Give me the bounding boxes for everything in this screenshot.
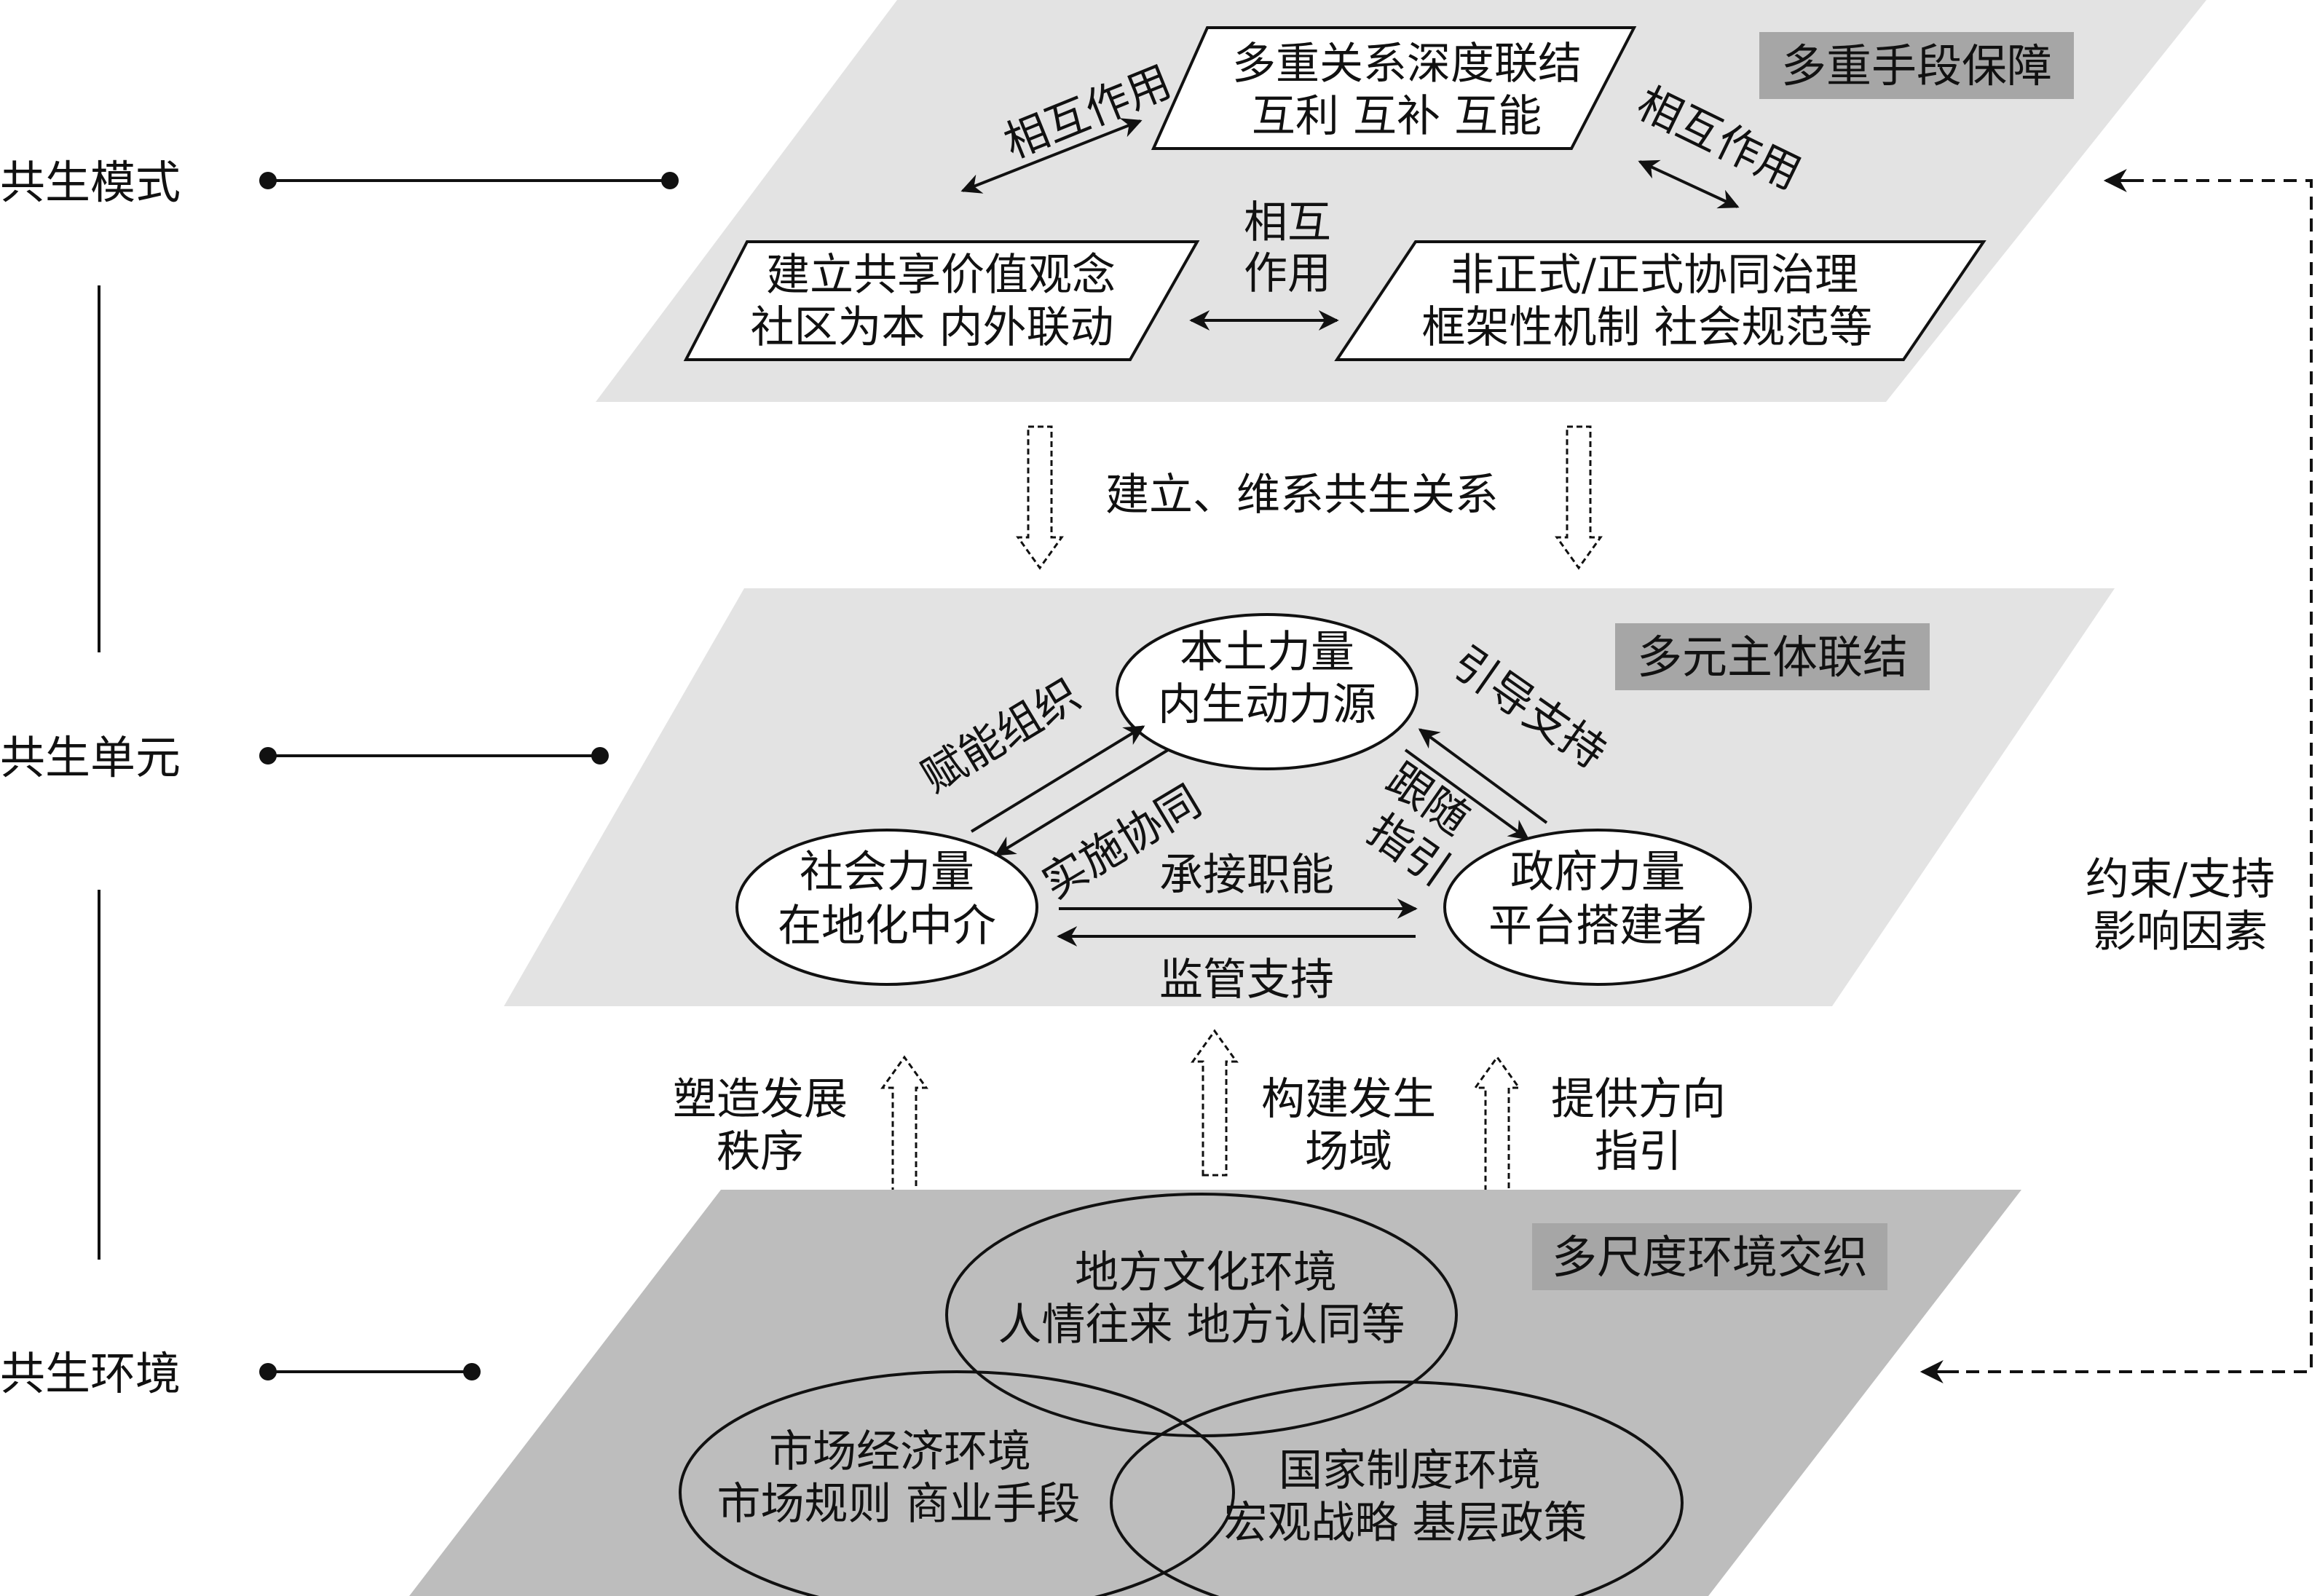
actor-government-force-line2: 平台搭建者 xyxy=(1488,901,1707,952)
env-state-line1: 国家制度环境 xyxy=(1279,1445,1541,1496)
give-direction-label-line1: 提供方向 xyxy=(1551,1074,1726,1125)
edge-implement-arrow xyxy=(994,748,1169,856)
unit-connector-end-dot xyxy=(591,747,609,765)
middle-layer-tag-bg xyxy=(1615,623,1930,690)
environment-connector-end-dot xyxy=(463,1363,481,1380)
interaction-label-middle-line1: 相互 xyxy=(1244,197,1331,248)
establish-maintain-label: 建立、维系共生关系 xyxy=(1105,470,1499,521)
actor-government-force xyxy=(1443,829,1752,986)
shape-order-label-line1: 塑造发展 xyxy=(673,1074,848,1125)
box-collaborative-governance-line2: 框架性机制 社会规范等 xyxy=(1421,302,1872,353)
env-state-line2: 宏观战略 基层政策 xyxy=(1223,1498,1587,1549)
feedback-label-line2: 影响因素 xyxy=(2093,906,2268,957)
label-symbiosis-unit: 共生单元 xyxy=(0,731,181,784)
box-multiple-relations-line1: 多重关系深度联结 xyxy=(1232,39,1582,90)
bottom-layer-tag: 多尺度环境交织 xyxy=(1552,1230,1868,1284)
top-layer: 多重手段保障 多重关系深度联结 互利 互补 互能 建立共享价值观念 社区为本 内… xyxy=(596,0,2206,402)
bottom-layer: 多尺度环境交织 地方文化环境 人情往来 地方认同等 市场经济环境 市场规则 商业… xyxy=(409,1190,2021,1596)
interaction-label-middle-line2: 作用 xyxy=(1244,248,1331,299)
left-axis: 共生模式 共生单元 共生环境 xyxy=(0,156,679,1400)
right-feedback-loop: 约束/支持 影响因素 xyxy=(1919,169,2313,1383)
actor-local-force xyxy=(1116,613,1419,770)
actor-social-force-line2: 在地化中介 xyxy=(778,901,996,952)
box-collaborative-governance xyxy=(1334,240,1986,361)
middle-layer: 多元主体联结 本土力量 内生动力源 社会力量 在地化中介 政府力量 平台搭建者 … xyxy=(504,588,2115,1006)
edge-follow-arrow xyxy=(1404,748,1530,840)
feedback-label-line1: 约束/支持 xyxy=(2086,854,2275,905)
shape-order-label-line2: 秩序 xyxy=(717,1126,804,1177)
env-market-line2: 市场规则 商业手段 xyxy=(717,1479,1080,1530)
feedback-dashed-path xyxy=(1922,179,2313,1373)
box-multiple-relations xyxy=(1151,26,1637,150)
interaction-arrow-right xyxy=(1638,159,1740,209)
top-layer-tag: 多重手段保障 xyxy=(1781,39,2052,92)
hollow-arrow-down-left xyxy=(1016,425,1064,570)
box-collaborative-governance-line1: 非正式/正式协同治理 xyxy=(1451,250,1858,301)
box-shared-values-line1: 建立共享价值观念 xyxy=(766,250,1116,301)
edge-empower-arrow xyxy=(970,725,1145,833)
bottom-layer-tag-bg xyxy=(1532,1223,1887,1290)
unit-connector-start-dot xyxy=(259,747,277,765)
edge-undertake-label: 承接职能 xyxy=(1159,850,1334,901)
middle-layer-tag: 多元主体联结 xyxy=(1637,631,1908,684)
actor-local-force-line1: 本土力量 xyxy=(1180,627,1354,678)
give-direction-label-line2: 指引 xyxy=(1595,1126,1682,1177)
edge-supervise-label: 监管支持 xyxy=(1159,955,1334,1006)
box-shared-values xyxy=(683,240,1200,361)
env-state-circle xyxy=(1110,1380,1684,1596)
mode-connector-end-dot xyxy=(661,172,679,189)
edge-guide-arrow xyxy=(1418,728,1548,824)
interaction-arrow-left xyxy=(960,118,1143,194)
env-culture-line2: 人情往来 地方认同等 xyxy=(998,1300,1405,1351)
feedback-label-bg xyxy=(2045,849,2292,965)
mode-connector-start-dot xyxy=(259,172,277,189)
actor-local-force-line2: 内生动力源 xyxy=(1158,679,1376,730)
build-field-label-line1: 构建发生 xyxy=(1261,1074,1436,1125)
env-market-line1: 市场经济环境 xyxy=(769,1426,1031,1477)
box-shared-values-line2: 社区为本 内外联动 xyxy=(750,302,1113,353)
actor-social-force xyxy=(735,829,1038,986)
env-market-circle xyxy=(679,1370,1235,1596)
bottom-layer-plane xyxy=(409,1190,2021,1596)
box-multiple-relations-line2: 互利 互补 互能 xyxy=(1252,91,1542,142)
top-to-middle-flow: 建立、维系共生关系 xyxy=(1016,425,1603,570)
build-field-label-line2: 场域 xyxy=(1305,1126,1392,1177)
hollow-arrow-up-middle xyxy=(1191,1029,1239,1177)
label-symbiosis-environment: 共生环境 xyxy=(0,1347,181,1400)
top-layer-tag-bg xyxy=(1759,32,2074,99)
hollow-arrow-down-right xyxy=(1555,425,1603,570)
actor-social-force-line1: 社会力量 xyxy=(800,847,974,898)
actor-government-force-line1: 政府力量 xyxy=(1510,847,1685,898)
env-culture-line1: 地方文化环境 xyxy=(1075,1247,1337,1298)
label-symbiosis-mode: 共生模式 xyxy=(0,156,181,209)
environment-connector-start-dot xyxy=(259,1363,277,1380)
